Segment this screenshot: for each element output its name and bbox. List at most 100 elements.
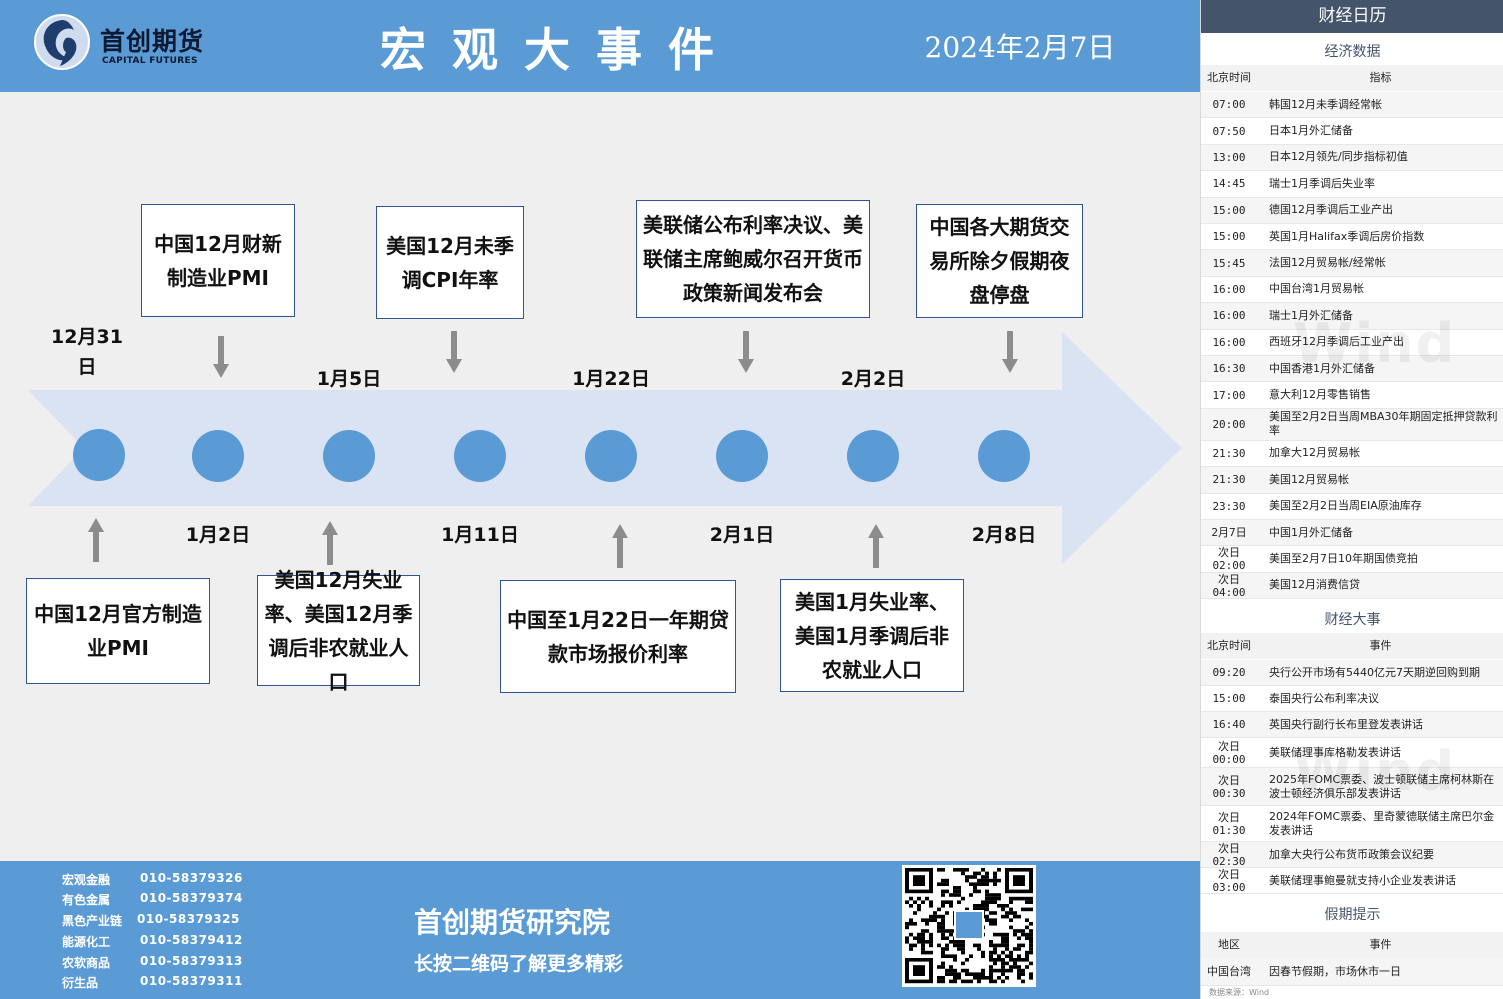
arrow-up-icon <box>610 522 630 568</box>
row-item: 英国1月Halifax季调后房价指数 <box>1269 229 1425 243</box>
left-panel: 首创期货 CAPITAL FUTURES 宏观大事件 2024年2月7日 12月… <box>0 0 1200 999</box>
event-box-top: 中国各大期货交易所除夕假期夜盘停盘 <box>916 204 1083 318</box>
calendar-row: 中国台湾因春节假期，市场休市一日 <box>1201 958 1503 986</box>
row-time: 次日 00:30 <box>1212 773 1246 800</box>
row-time: 09:20 <box>1212 666 1246 679</box>
timeline-node <box>323 430 375 482</box>
row-item: 日本1月外汇储备 <box>1269 124 1353 138</box>
row-item: 央行公开市场有5440亿元7天期逆回购到期 <box>1269 665 1480 679</box>
row-time: 07:50 <box>1212 124 1246 138</box>
col-time-header: 北京时间 <box>1207 71 1251 84</box>
timeline-date: 2月8日 <box>971 524 1037 546</box>
arrow-down-icon <box>736 331 756 377</box>
event-box-top: 美国12月未季调CPI年率 <box>376 206 524 319</box>
contact-dept: 宏观金融 <box>62 873 111 887</box>
contact-phone: 010-58379374 <box>140 891 243 905</box>
row-time: 15:00 <box>1212 230 1246 244</box>
contact-dept: 有色金属 <box>62 893 111 907</box>
event-box-bottom: 中国至1月22日一年期贷款市场报价利率 <box>500 580 736 693</box>
row-item: 加拿大央行公布货币政策会议纪要 <box>1269 847 1434 861</box>
row-time: 16:40 <box>1212 718 1246 731</box>
econ-data-heading: 经济数据 <box>1324 44 1381 60</box>
row-item: 2025年FOMC票委、波士顿联储主席柯林斯在波士顿经济俱乐部发表讲话 <box>1269 772 1495 800</box>
row-time: 2月7日 <box>1211 526 1247 540</box>
qr-code-icon <box>905 868 1033 984</box>
calendar-row: 15:00 英国1月Halifax季调后房价指数 <box>1201 224 1503 251</box>
row-item: 瑞士1月外汇储备 <box>1269 308 1353 322</box>
events-column-header: 北京时间 事件 <box>1201 633 1503 659</box>
row-time: 21:30 <box>1212 473 1246 487</box>
timeline-date: 1月11日 <box>441 524 519 546</box>
qr-code[interactable] <box>902 865 1036 987</box>
calendar-row: 21:30 美国12月贸易帐 <box>1201 467 1503 494</box>
row-time: 17:00 <box>1212 388 1246 402</box>
footer-subtitle: 长按二维码了解更多精彩 <box>414 953 624 975</box>
page-footer: 宏观金融 010-58379326 有色金属 010-58379374 黑色产业… <box>0 861 1200 999</box>
timeline-node <box>978 430 1030 482</box>
calendar-row: 16:00 中国台湾1月贸易帐 <box>1201 277 1503 304</box>
calendar-row: 16:00 瑞士1月外汇储备 <box>1201 303 1503 330</box>
row-item: 美联储理事鲍曼就支持小企业发表讲话 <box>1269 873 1456 887</box>
contact-dept: 能源化工 <box>62 935 111 949</box>
row-time: 13:00 <box>1212 150 1246 164</box>
calendar-row: 09:20 央行公开市场有5440亿元7天期逆回购到期 <box>1201 660 1503 686</box>
holiday-column-header: 地区 事件 <box>1201 932 1503 958</box>
timeline-node <box>847 430 899 482</box>
row-time: 07:00 <box>1212 98 1246 112</box>
timeline-node <box>716 430 768 482</box>
row-time: 中国台湾 <box>1207 965 1251 978</box>
calendar-row: 次日 03:00 美联储理事鲍曼就支持小企业发表讲话 <box>1201 868 1503 894</box>
row-item: 加拿大12月贸易帐 <box>1269 446 1360 460</box>
row-item: 中国1月外汇储备 <box>1269 525 1353 539</box>
logo-chinese-name: 首创期货 <box>100 27 205 56</box>
holiday-heading: 假期提示 <box>1324 907 1381 923</box>
report-date: 2024年2月7日 <box>924 31 1116 64</box>
col-region-header: 地区 <box>1218 938 1240 951</box>
arrow-down-icon <box>211 336 231 382</box>
econ-column-header: 北京时间 指标 <box>1201 65 1503 91</box>
row-time: 14:45 <box>1212 177 1246 191</box>
row-item: 西班牙12月季调后工业产出 <box>1269 335 1404 349</box>
contact-dept: 农软商品 <box>62 956 111 970</box>
row-item: 瑞士1月季调后失业率 <box>1269 176 1375 190</box>
timeline-date: 2月2日 <box>840 368 906 390</box>
row-item: 中国台湾1月贸易帐 <box>1269 282 1364 296</box>
contact-dept: 衍生品 <box>62 976 99 990</box>
row-item: 意大利12月零售销售 <box>1269 388 1371 402</box>
arrow-up-icon <box>320 519 340 565</box>
row-item: 美国至2月2日当周MBA30年期固定抵押贷款利率 <box>1269 410 1498 438</box>
row-item: 德国12月季调后工业产出 <box>1269 203 1393 217</box>
event-box-bottom: 美国1月失业率、美国1月季调后非农就业人口 <box>780 579 964 692</box>
timeline-node <box>192 430 244 482</box>
col-time-header: 北京时间 <box>1207 639 1251 652</box>
row-item: 美国至2月2日当周EIA原油库存 <box>1269 499 1422 513</box>
timeline-date: 2月1日 <box>709 524 775 546</box>
timeline-date: 1月2日 <box>185 524 251 546</box>
page-header: 首创期货 CAPITAL FUTURES 宏观大事件 2024年2月7日 <box>0 0 1200 92</box>
row-time: 16:00 <box>1212 309 1246 323</box>
timeline-node <box>454 430 506 482</box>
company-logo: 首创期货 CAPITAL FUTURES <box>32 12 222 72</box>
calendar-row: 14:45 瑞士1月季调后失业率 <box>1201 171 1503 198</box>
calendar-title: 财经日历 <box>1201 0 1503 33</box>
event-box-bottom: 美国12月失业率、美国12月季调后非农就业人口 <box>257 568 420 694</box>
row-time: 次日 01:30 <box>1212 810 1246 837</box>
calendar-row: 次日 02:00 美国至2月7日10年期国债竞拍 <box>1201 546 1503 573</box>
row-time: 16:00 <box>1212 282 1246 296</box>
contact-dept: 黑色产业链 <box>62 914 123 928</box>
row-time: 23:30 <box>1212 499 1246 513</box>
row-time: 次日 02:30 <box>1212 841 1246 868</box>
row-item: 美国至2月7日10年期国债竞拍 <box>1269 552 1418 566</box>
row-time: 次日 03:00 <box>1212 867 1246 894</box>
event-box-bottom: 中国12月官方制造业PMI <box>26 578 210 684</box>
row-item: 美国12月贸易帐 <box>1269 472 1349 486</box>
data-source-note: 数据来源：Wind <box>1209 988 1270 997</box>
row-time: 次日 02:00 <box>1212 546 1246 573</box>
